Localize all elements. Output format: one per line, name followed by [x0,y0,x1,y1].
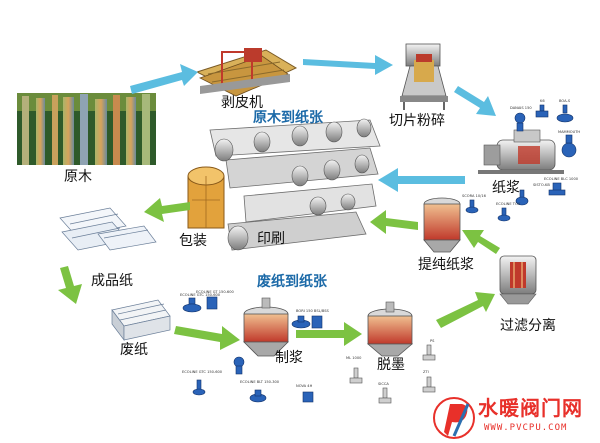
label-logs: 原木 [64,169,92,185]
debarker-machine [195,48,298,97]
section-title-waste-to-paper: 废纸到纸张 [257,274,327,290]
valve-tag: PS [430,339,435,343]
valve-bottom-7 [249,389,267,403]
blue-arrows [130,55,496,192]
filter-separator [499,255,537,305]
label-filtration: 过滤分离 [500,318,556,334]
valve-tag: MAMMOUTH [558,130,581,134]
deinking-tank [366,301,414,357]
chipper-machine [400,43,448,110]
valve-tag: ECOLINE GT 150-600 [196,290,234,294]
arrow-purifier-to-rollers [370,210,418,234]
valve-bottom-5 [233,356,245,375]
valve-tag: BORI 150 BSL/BSS [296,309,329,313]
valve-tag: SICCA [378,382,389,386]
valve-bottom-8 [302,391,314,403]
label-waste-paper: 废纸 [120,342,148,358]
label-pulping: 制浆 [275,350,303,366]
valve-bottom-10 [378,387,392,404]
pulping-tank [243,297,289,357]
watermark-name: 水暖阀门网 [478,396,583,420]
label-deinking: 脱墨 [377,357,405,373]
valve-tag: K6 [540,99,545,103]
valve-boa [556,104,574,123]
valve-tag: ECOLINE GTC 150-600 [180,293,221,297]
valve-tag: SCORA 10/16 [462,194,486,198]
valve-bottom-3 [291,315,311,329]
arrow-pulping-to-deinking [296,322,362,346]
paper-roll-package [187,166,225,229]
arrow-logs-to-debarker [130,64,198,94]
watermark-url: WWW.PVCPU.COM [484,423,568,433]
pulp-vessel [478,129,564,174]
finished-paper-stack [59,207,157,251]
arrow-rollers-to-packaging [144,198,190,222]
label-printing: 印刷 [257,231,285,247]
section-title-logs-to-paper: 原木到纸张 [253,110,323,126]
valve-tag: BOA-S [559,99,571,103]
valve-k6 [535,104,549,118]
arrow-pulp-to-rollers [378,168,465,192]
arrow-deinking-to-filtration [436,292,495,328]
arrow-filtration-to-purifier [462,230,500,254]
valve-tag: ECOLINE TOV [496,202,521,206]
arrow-debarker-to-chipper [303,55,393,75]
valve-tag: DANAIS 150 [510,106,532,110]
arrow-finished-to-waste [58,266,82,304]
valves [182,104,577,404]
valve-ecoline-tov [497,207,511,222]
valve-tag: ZTI [423,370,429,374]
watermark-logo [433,397,475,439]
valve-scora [465,199,479,214]
valve-tag: ECOLINE BLT 150-300 [240,380,280,384]
valve-sisto [515,189,529,206]
arrow-chipper-to-pulp [454,86,496,116]
green-arrows [58,198,500,350]
valve-tag: NOVA 4H [296,384,313,388]
valve-bottom-12 [422,376,436,393]
valve-bottom-1 [182,297,202,313]
label-debarker: 剥皮机 [221,95,263,111]
valve-tag: ECOLINE GTC 150-600 [182,370,223,374]
valve-bottom-9 [349,367,363,384]
valve-mammouth [561,134,577,158]
paper-machine-rollers [209,118,381,251]
label-packaging: 包装 [179,233,207,249]
label-purified-pulp: 提纯纸浆 [418,257,474,273]
valve-danais [514,112,526,132]
waste-paper-bale [111,299,171,342]
valve-bottom-2 [206,296,218,310]
arrow-waste-to-pulping [174,326,240,350]
valve-tag: ECOLINE BLC 1000 [544,177,579,181]
label-chipping: 切片粉碎 [389,113,445,129]
valve-bottom-4 [311,315,323,329]
purifier-tank [423,197,461,253]
valve-bottom-6 [192,379,206,396]
valve-tag: SISTO-KB [533,183,550,187]
watermark: 水暖阀门网 WWW.PVCPU.COM [426,394,600,443]
logs-image [17,93,156,165]
valve-ecoline-blc [548,182,566,196]
valve-tag: ML 1000 [346,356,362,360]
valve-bottom-11 [422,344,436,361]
label-finished-paper: 成品纸 [91,273,133,289]
label-pulp: 纸浆 [492,180,520,196]
